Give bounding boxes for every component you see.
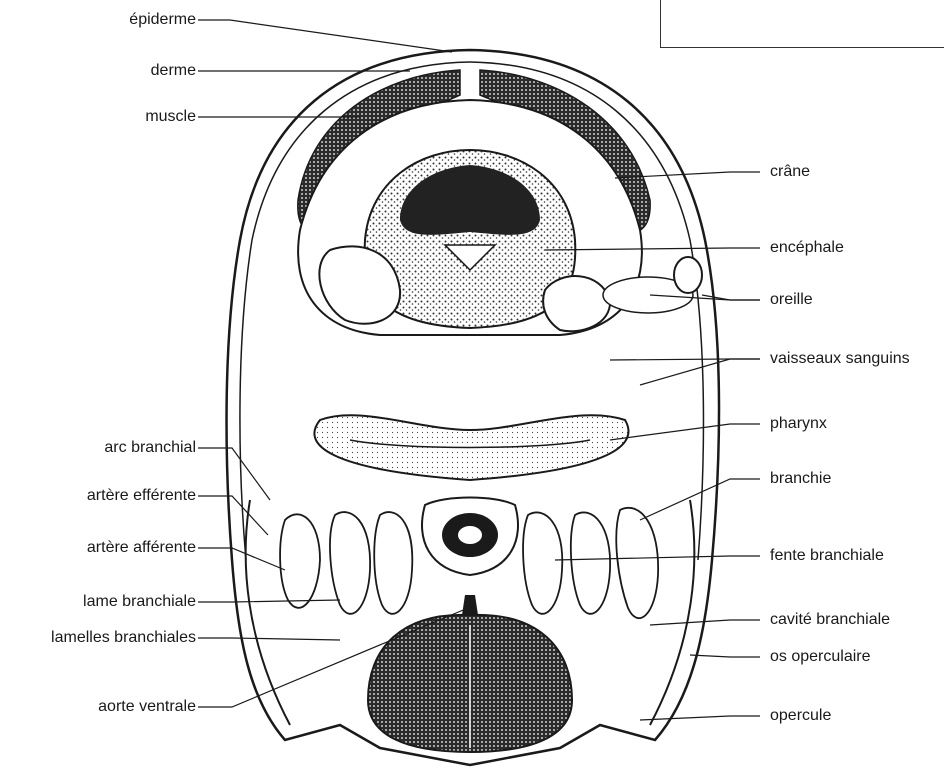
label-gill: branchie	[770, 470, 831, 488]
label-operculum: opercule	[770, 707, 831, 725]
label-dermis: derme	[151, 62, 196, 80]
label-brain: encéphale	[770, 239, 844, 257]
label-gill-blade: lame branchiale	[83, 593, 196, 611]
label-opercular-bone: os operculaire	[770, 648, 871, 666]
label-muscle: muscle	[145, 108, 196, 126]
label-blood-vessels: vaisseaux sanguins	[770, 350, 910, 368]
label-afferent-artery: artère afférente	[87, 539, 196, 557]
label-gill-cavity: cavité branchiale	[770, 611, 890, 629]
label-epidermis: épiderme	[129, 11, 196, 29]
label-efferent-artery: artère efférente	[87, 487, 196, 505]
label-ear: oreille	[770, 291, 813, 309]
label-gill-arch: arc branchial	[104, 439, 196, 457]
label-ventral-aorta: aorte ventrale	[98, 698, 196, 716]
ear-right	[543, 276, 610, 331]
label-gill-slit: fente branchiale	[770, 547, 884, 565]
label-pharynx: pharynx	[770, 415, 827, 433]
label-gill-lamellae: lamelles branchiales	[51, 629, 196, 647]
label-skull: crâne	[770, 163, 810, 181]
